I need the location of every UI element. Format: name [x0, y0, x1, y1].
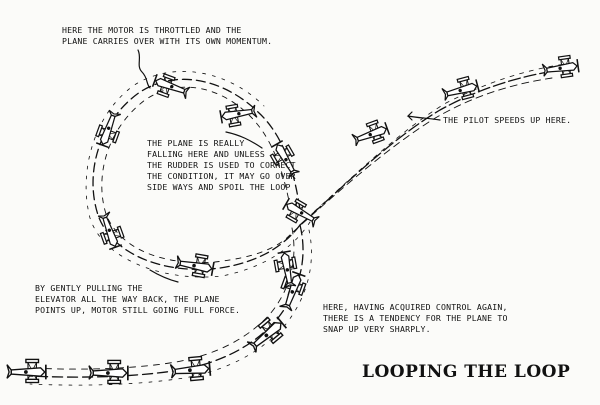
annotation-line: THE RUDDER IS USED TO CORRECT — [147, 160, 296, 170]
biplane-icon — [151, 73, 191, 99]
biplane-icon — [95, 109, 121, 149]
biplane-icon — [541, 54, 580, 79]
flight-path-trail — [29, 229, 312, 386]
annotation-plane-falling: THE PLANE IS REALLY FALLING HERE AND UNL… — [147, 138, 296, 193]
annotation-pulling-elevator: BY GENTLY PULLING THE ELEVATOR ALL THE W… — [35, 283, 240, 316]
annotation-line: THE PLANE IS REALLY — [147, 138, 245, 148]
flight-path-trail — [92, 78, 301, 270]
annotation-line: HERE, HAVING ACQUIRED CONTROL AGAIN, — [323, 302, 508, 312]
biplane-icon — [282, 197, 320, 228]
annotation-line: SNAP UP VERY SHARPLY. — [323, 324, 431, 334]
annotation-pilot-speeds-up: THE PILOT SPEEDS UP HERE. — [443, 115, 571, 126]
annotation-motor-throttled: HERE THE MOTOR IS THROTTLED AND THE PLAN… — [62, 25, 272, 47]
annotation-line: THERE IS A TENDENCY FOR THE PLANE TO — [323, 313, 508, 323]
annotation-line: PLANE CARRIES OVER WITH ITS OWN MOMENTUM… — [62, 36, 273, 46]
biplane-icon — [169, 355, 212, 382]
biplane-icon — [273, 250, 298, 289]
biplane-icon — [279, 270, 307, 312]
annotation-line: BY GENTLY PULLING THE — [35, 283, 143, 293]
biplane-icon — [246, 316, 288, 353]
annotation-line: THE PILOT SPEEDS UP HERE. — [443, 115, 572, 125]
flight-path-trail — [306, 63, 566, 219]
flight-path-trail — [292, 77, 553, 233]
annotation-line: THE CONDITION, IT MAY GO OVER — [147, 171, 296, 181]
biplane-icon — [351, 119, 391, 147]
biplane-icon — [269, 140, 300, 179]
biplane-icon — [97, 211, 125, 251]
flight-path-trail — [85, 71, 311, 278]
annotation-line: SIDE WAYS AND SPOIL THE LOOP — [147, 182, 291, 192]
biplane-icon — [88, 359, 129, 385]
biplane-icon — [174, 253, 215, 279]
annotation-line: FALLING HERE AND UNLESS — [147, 149, 265, 159]
annotation-line: HERE THE MOTOR IS THROTTLED AND THE — [62, 25, 242, 35]
biplane-icon — [441, 75, 481, 101]
flight-path-trail — [101, 86, 291, 264]
leader-arrow — [406, 111, 441, 121]
biplane-icon — [6, 358, 47, 384]
annotation-line: ELEVATOR ALL THE WAY BACK, THE PLANE — [35, 294, 220, 304]
annotation-acquired-control: HERE, HAVING ACQUIRED CONTROL AGAIN, THE… — [323, 302, 508, 335]
leader-arrow — [137, 49, 151, 89]
flight-path-trail — [299, 69, 561, 226]
annotation-line: POINTS UP, MOTOR STILL GOING FULL FORCE. — [35, 305, 241, 315]
leader-arrow — [225, 131, 263, 149]
leader-arrow — [149, 269, 179, 283]
biplane-icon — [219, 103, 258, 128]
diagram-title: LOOPING THE LOOP — [362, 362, 571, 382]
